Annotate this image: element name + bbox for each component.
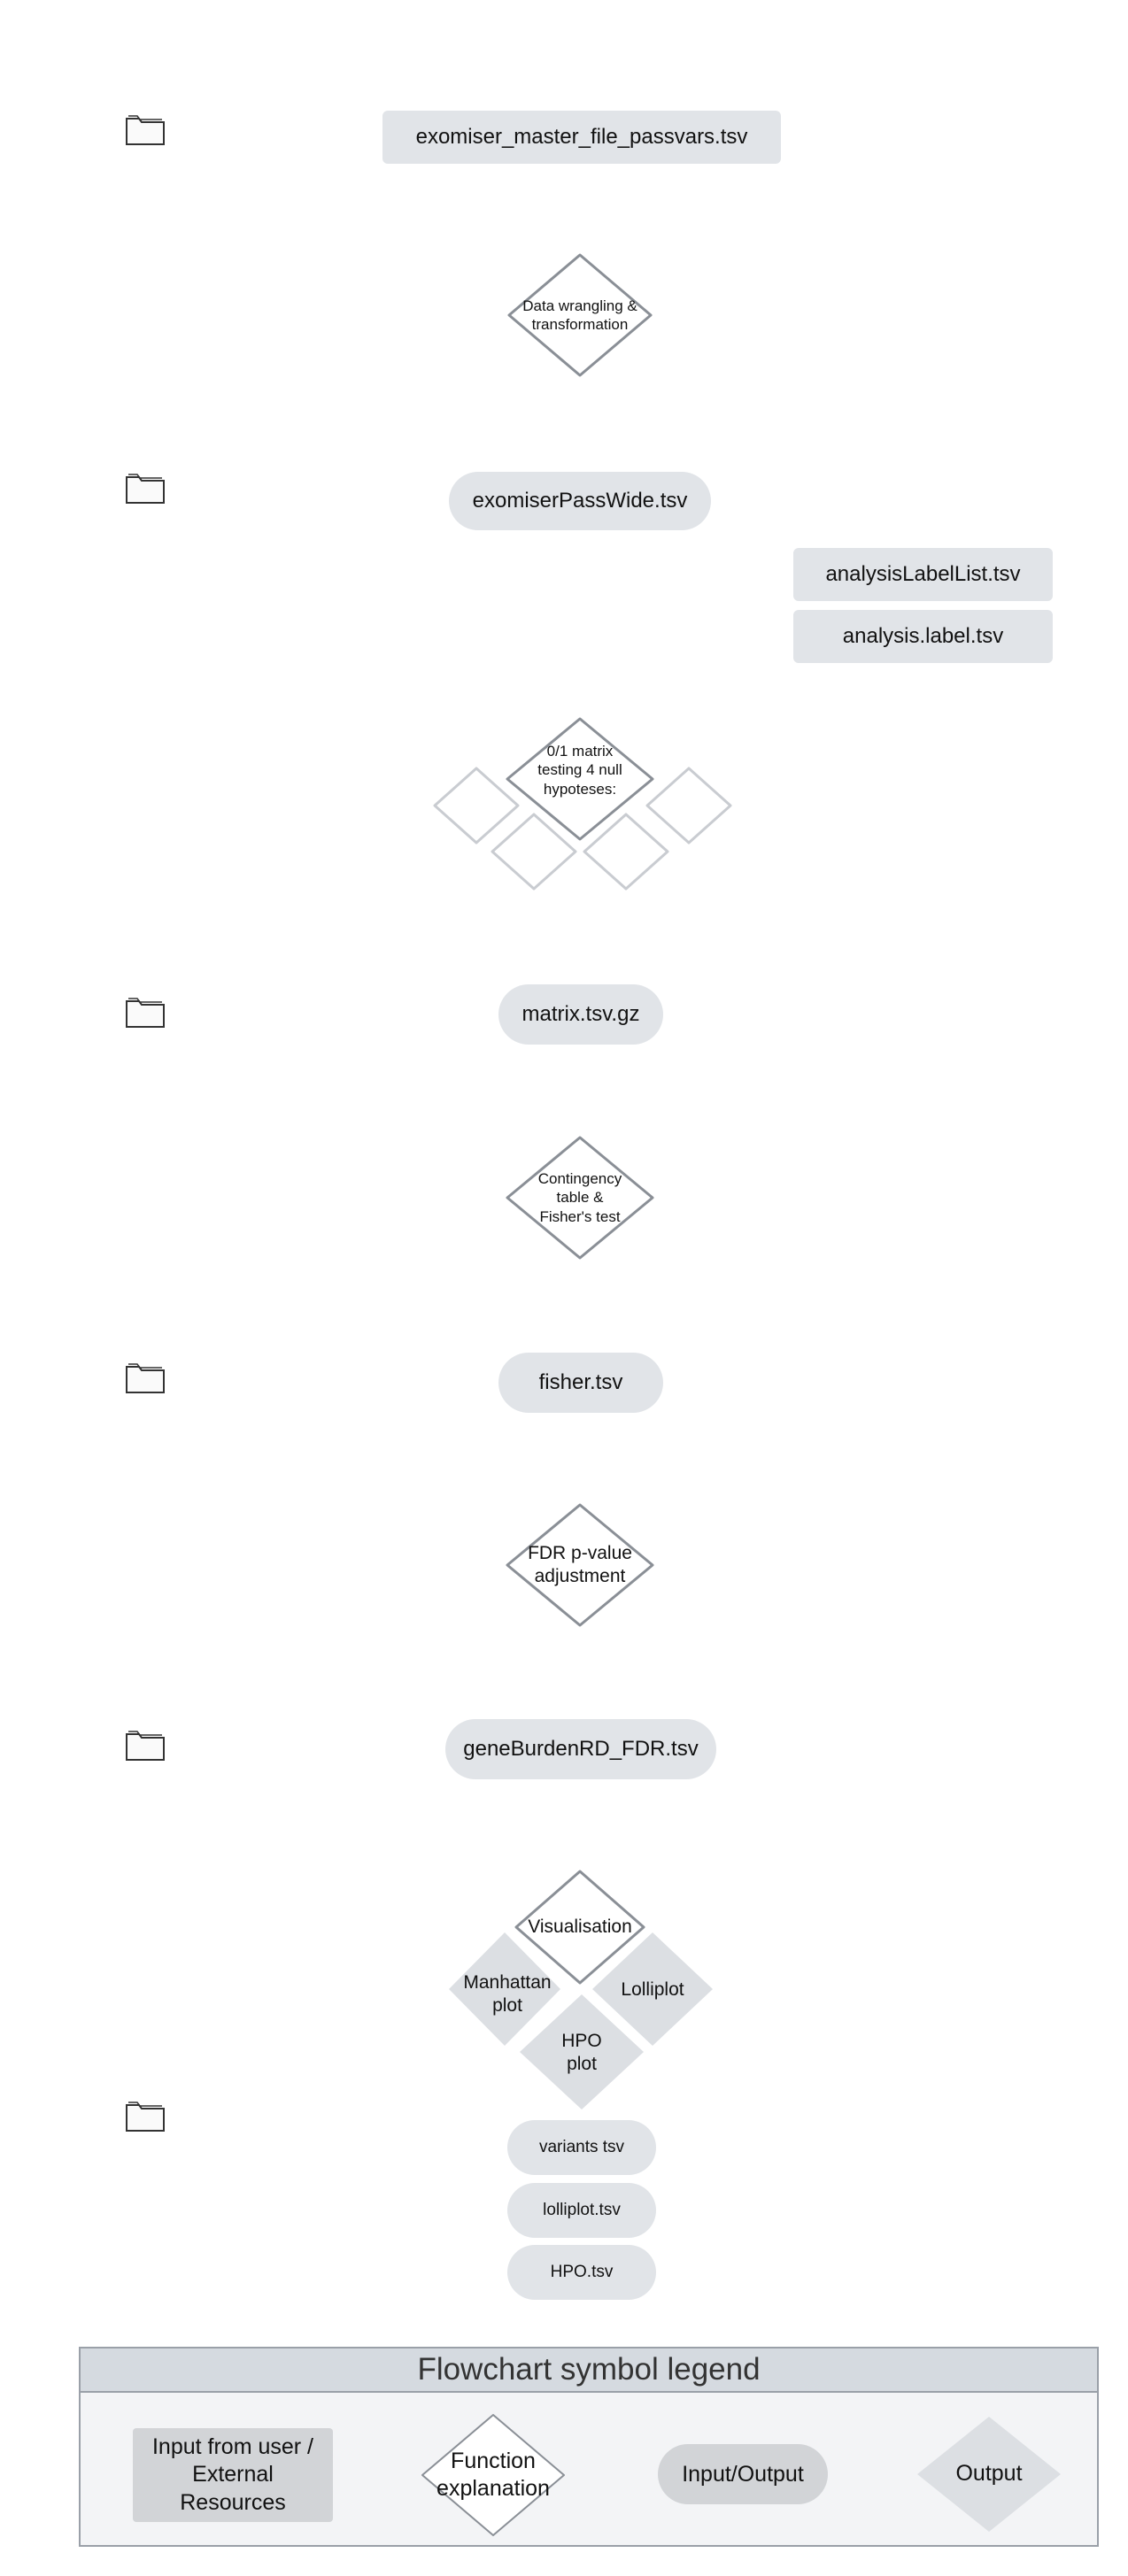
output-lolliplot-label: Lolliplot — [621, 1978, 684, 2000]
output-diamond-hpo — [520, 1994, 644, 2109]
io-exomiser-pass-wide: exomiserPassWide.tsv — [449, 472, 711, 530]
io-analysis-label-list: analysisLabelList.tsv — [793, 548, 1053, 601]
diamond-matrix-testing — [506, 717, 654, 841]
io-exomiser-master-label: exomiser_master_file_passvars.tsv — [415, 125, 748, 149]
legend-input-output-label: Input/Output — [682, 2461, 804, 2487]
output-manhattan-label: Manhattan plot — [463, 1971, 552, 2016]
function-visualisation-label: Visualisation — [528, 1916, 632, 1937]
folder-icon — [126, 474, 165, 504]
folder-icon — [126, 2102, 165, 2132]
io-variants-label: variants tsv — [538, 2138, 625, 2156]
io-matrix: matrix.tsv.gz — [498, 984, 663, 1045]
io-lolliplot-tsv: lolliplot.tsv — [507, 2183, 656, 2238]
diamond-data-wrangling — [507, 253, 653, 377]
folder-icon — [126, 1363, 165, 1393]
io-gene-burden-fdr: geneBurdenRD_FDR.tsv — [445, 1719, 716, 1779]
hypothesis-diamonds — [433, 767, 732, 891]
io-exomiser-master: exomiser_master_file_passvars.tsv — [382, 111, 781, 164]
legend-output-label: Output — [955, 2461, 1023, 2487]
folder-icon — [126, 1731, 165, 1761]
legend-input-user: Input from user / External Resources — [133, 2428, 333, 2522]
io-fisher-label: fisher.tsv — [538, 1370, 623, 1394]
io-analysis-label-label: analysis.label.tsv — [842, 624, 1004, 648]
io-variants: variants tsv — [507, 2120, 656, 2175]
output-diamond-lolliplot — [592, 1932, 713, 2046]
legend-function-explanation-label: Function explanation — [437, 2448, 550, 2501]
io-fisher: fisher.tsv — [498, 1353, 663, 1413]
function-fdr-label: FDR p-value adjustment — [528, 1542, 632, 1586]
legend-title: Flowchart symbol legend — [417, 2352, 761, 2387]
io-matrix-label: matrix.tsv.gz — [522, 1002, 640, 1026]
folder-icon — [126, 998, 165, 1028]
function-data-wrangling-label: Data wrangling & transformation — [522, 297, 637, 333]
io-hpo-tsv-label: HPO.tsv — [550, 2263, 614, 2281]
io-hpo-tsv: HPO.tsv — [507, 2245, 656, 2300]
io-lolliplot-tsv-label: lolliplot.tsv — [543, 2201, 621, 2219]
io-analysis-label: analysis.label.tsv — [793, 610, 1053, 663]
io-analysis-label-list-label: analysisLabelList.tsv — [825, 562, 1021, 586]
io-gene-burden-fdr-label: geneBurdenRD_FDR.tsv — [463, 1737, 699, 1761]
diamond-visualisation — [514, 1870, 645, 1985]
function-fisher-test-label: Contingency table & Fisher's test — [537, 1170, 622, 1225]
io-exomiser-pass-wide-label: exomiserPassWide.tsv — [472, 489, 688, 513]
folder-icon — [126, 115, 165, 145]
legend-input-output: Input/Output — [658, 2444, 828, 2504]
output-diamond-manhattan — [449, 1932, 560, 2046]
output-hpo-plot-label: HPO plot — [561, 2030, 602, 2074]
legend-input-user-label: Input from user / External Resources — [151, 2434, 314, 2515]
diamond-fdr — [506, 1503, 654, 1627]
function-matrix-testing-label: 0/1 matrix testing 4 null hypoteses: — [537, 743, 622, 798]
diamond-fisher-test — [506, 1136, 654, 1260]
